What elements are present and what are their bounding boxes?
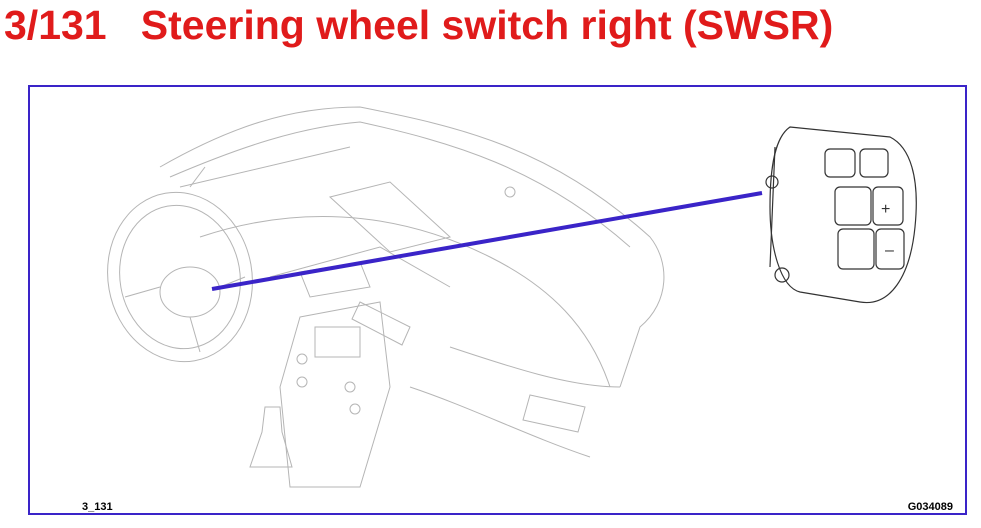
pointer-line — [211, 191, 763, 291]
button-plus — [872, 186, 904, 226]
mounting-clip-top — [765, 175, 779, 189]
passenger-vent — [522, 394, 586, 433]
dashboard-illustration: + – — [107, 106, 917, 488]
dashboard-outline — [159, 106, 665, 388]
center-stack — [279, 301, 391, 488]
button-top-left — [824, 148, 856, 178]
steering-wheel — [107, 191, 253, 363]
button-minus — [875, 228, 905, 270]
switch-housing — [769, 126, 917, 304]
svg-text:+: + — [881, 201, 890, 218]
steering-hub — [159, 266, 221, 318]
defrost-vent — [328, 181, 452, 253]
svg-text:–: – — [885, 242, 894, 259]
page-title: 3/131 Steering wheel switch right (SWSR) — [4, 2, 834, 48]
center-vent-right — [351, 301, 411, 346]
button-top-right — [859, 148, 889, 178]
button-mid-left — [834, 186, 872, 226]
figure-frame: + – 3_131 G034089 — [28, 85, 967, 515]
mounting-clip-bottom — [774, 267, 790, 283]
gear-shift — [249, 406, 293, 468]
button-bottom-left — [837, 228, 875, 270]
display-unit — [314, 326, 361, 358]
figure-code-left: 3_131 — [82, 501, 113, 513]
switch-detail: + – — [765, 126, 917, 304]
figure-code-right: G034089 — [907, 501, 953, 513]
